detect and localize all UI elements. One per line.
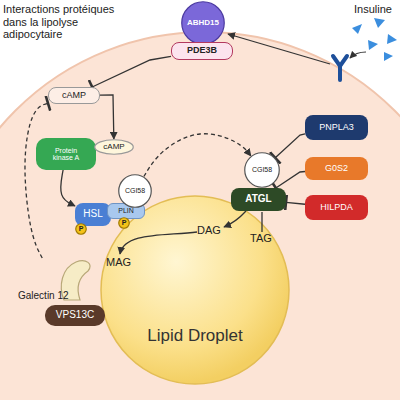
messenger-oval: cAMP: [94, 139, 134, 155]
inhibition-line: [276, 172, 305, 188]
insulin-molecule: [352, 24, 362, 34]
enzyme-circle-fill: [182, 2, 225, 45]
protein-box: G0S2: [305, 157, 368, 180]
lipase-box: ATGL: [231, 188, 286, 211]
phosphate-circle: P: [75, 223, 87, 235]
enzyme-circle: ABHD15: [181, 1, 225, 45]
insulin-receptor: [333, 56, 347, 80]
insulin-molecule: [384, 52, 393, 61]
adipocyte-cell: [0, 32, 400, 400]
phosphate-circle: P: [118, 217, 130, 229]
protein-box: PNPLA3: [305, 115, 368, 140]
binding-arrow: [350, 52, 366, 58]
protein-box: HILPDA: [305, 195, 368, 220]
coactivator-circle: CGI58: [244, 152, 280, 188]
protein-box: VPS13C: [45, 305, 105, 326]
inhibition-line: [92, 56, 171, 87]
lipase-box: HSL: [75, 203, 111, 226]
node-text: ABHD15: [187, 19, 219, 27]
node-text: P: [122, 219, 127, 226]
activation-arrow: [61, 170, 75, 206]
coactivator-circle-fill: [245, 153, 280, 188]
node-text: Lipid Droplet: [100, 327, 290, 345]
insulin-molecule: [374, 18, 385, 28]
lipid-label: MAG: [106, 256, 131, 268]
node-text: ATGL: [245, 194, 271, 205]
node-text: VPS13C: [56, 310, 94, 321]
lipid-label: TAG: [250, 232, 272, 244]
node-text: PLIN: [118, 207, 134, 214]
messenger-box: cAMP: [48, 87, 100, 104]
insulin-molecule: [368, 40, 378, 50]
signal-arrow: [228, 34, 330, 64]
node-text: G0S2: [325, 164, 348, 173]
translocation-arrow: [144, 134, 251, 177]
node-text: P: [79, 225, 84, 232]
inhibition-line: [275, 134, 305, 158]
insulin-molecule: [387, 34, 397, 44]
substrate-line: [261, 212, 262, 232]
droplet-circle: [101, 196, 289, 384]
diagram-title: Interactions protéiques dans la lipolyse…: [3, 3, 133, 41]
node-text: cAMP: [62, 91, 86, 100]
coactivator-circle: CGI58: [118, 174, 152, 208]
node-text: HILPDA: [320, 203, 353, 212]
messenger-oval-fill: [95, 140, 134, 155]
ligand-label: Insuline: [354, 3, 392, 15]
node-text: CGI58: [252, 166, 272, 173]
phosphate-circle-fill: [119, 218, 130, 229]
inhibition-line: [25, 103, 48, 258]
activation-arrow: [100, 95, 114, 139]
node-text: PNPLA3: [319, 123, 354, 132]
lipid-label: DAG: [197, 224, 221, 236]
coactivator-circle-fill: [119, 175, 152, 208]
phosphate-circle-fill: [76, 224, 87, 235]
inhibition-line: [286, 202, 305, 204]
node-text: Galectin 12: [18, 291, 69, 302]
node-text: HSL: [83, 209, 102, 220]
node-text: CGI58: [125, 187, 145, 194]
kinase-box: Protein kinase A: [36, 138, 96, 170]
node-text: PDE3B: [187, 46, 217, 55]
enzyme-box: PDE3B: [171, 42, 233, 60]
node-text: Protein kinase A: [48, 147, 84, 162]
node-text: cAMP: [103, 143, 124, 151]
galectin-shape: Galectin 12: [18, 258, 92, 306]
